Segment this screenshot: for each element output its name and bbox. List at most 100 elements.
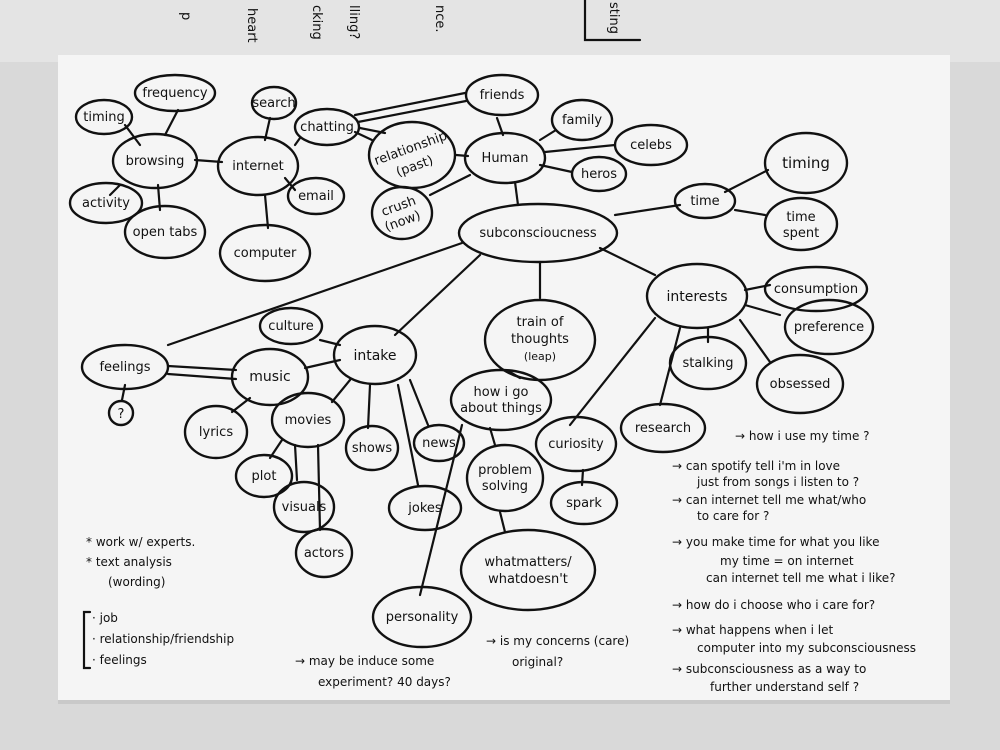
label-spark: spark xyxy=(566,496,602,511)
note-text-analysis: * text analysis xyxy=(86,555,172,569)
line-feelings-question xyxy=(120,383,127,402)
line-feelings-music-a xyxy=(166,364,238,372)
label-browsing: browsing xyxy=(126,154,185,169)
label-subconsciousness: subconscioucness xyxy=(479,226,596,241)
node-obsessed xyxy=(755,353,845,415)
label-time-spent-1: time xyxy=(786,210,815,225)
node-consumption xyxy=(763,265,869,313)
node-heros xyxy=(570,155,628,193)
list-item-relationship: · relationship/friendship xyxy=(92,632,234,646)
node-frequency xyxy=(133,73,217,113)
question-2b: just from songs i listen to ? xyxy=(696,475,859,489)
line-subconsciousness-feelings xyxy=(166,241,464,347)
label-movies: movies xyxy=(285,413,332,428)
node-search xyxy=(250,85,298,121)
question-3b: to care for ? xyxy=(697,509,769,523)
node-human xyxy=(463,131,547,185)
node-news xyxy=(412,423,466,463)
line-problem-whatmatters xyxy=(498,510,507,534)
line-howgo-problem xyxy=(488,426,497,447)
page-edge-shadow xyxy=(58,700,950,704)
line-browsing-activity xyxy=(108,183,122,197)
question-4b: my time = on internet xyxy=(720,554,854,568)
node-celebs xyxy=(613,123,689,167)
label-problem-2: solving xyxy=(482,479,528,494)
line-timing-browsing xyxy=(123,123,142,147)
label-time-spent-2: spent xyxy=(783,226,819,241)
node-time xyxy=(673,182,737,220)
label-train-2: thoughts xyxy=(511,332,569,347)
node-open-tabs xyxy=(123,204,207,260)
line-frequency-browsing xyxy=(163,108,180,137)
label-chatting: chatting xyxy=(300,120,354,135)
line-intake-shows xyxy=(366,383,372,430)
label-human: Human xyxy=(482,151,529,166)
label-timing-right: timing xyxy=(782,154,830,172)
node-what-matters xyxy=(459,528,597,612)
label-feelings: feelings xyxy=(99,360,150,375)
line-human-family xyxy=(538,128,558,142)
node-movies xyxy=(270,391,346,449)
node-feelings xyxy=(80,343,170,391)
line-human-subconsciousness xyxy=(513,180,520,207)
label-visuals: visuals xyxy=(282,500,327,515)
bottom-notes: → may be induce some experiment? 40 days… xyxy=(295,634,629,689)
node-interests xyxy=(645,262,749,330)
note-concerns-2: original? xyxy=(512,655,563,669)
line-interests-curiosity xyxy=(568,316,657,427)
node-ellipses xyxy=(68,73,875,649)
line-subconsciousness-time xyxy=(613,203,682,217)
label-actors: actors xyxy=(304,546,345,561)
question-6a: → what happens when i let xyxy=(672,623,833,637)
list-item-job: · job xyxy=(92,611,118,625)
list-bracket xyxy=(82,610,92,670)
label-computer: computer xyxy=(234,246,297,261)
previous-page-strip xyxy=(0,0,1000,62)
label-family: family xyxy=(562,113,602,128)
node-activity xyxy=(68,181,144,225)
question-4c: can internet tell me what i like? xyxy=(706,571,895,585)
node-shows xyxy=(344,424,400,472)
label-music: music xyxy=(249,369,290,385)
label-how-go-1: how i go xyxy=(474,385,529,400)
scribble-1: p xyxy=(178,12,193,20)
line-subconsciousness-intake xyxy=(393,253,482,337)
node-subconsciousness xyxy=(457,202,619,264)
node-jokes xyxy=(387,484,463,532)
node-chatting xyxy=(293,107,361,147)
line-intake-movies xyxy=(330,378,352,404)
line-human-celebs xyxy=(543,143,617,154)
note-induce-1: → may be induce some xyxy=(295,654,434,668)
node-time-spent xyxy=(763,196,839,252)
note-induce-2: experiment? 40 days? xyxy=(318,675,451,689)
line-intake-news xyxy=(408,378,430,427)
node-internet xyxy=(216,135,300,197)
line-chatting-friends-b xyxy=(356,99,468,124)
question-1: → how i use my time ? xyxy=(735,429,870,443)
label-stalking: stalking xyxy=(682,356,733,371)
top-bracket-line xyxy=(583,0,642,42)
node-how-i-go xyxy=(449,368,553,432)
node-stalking xyxy=(668,335,748,391)
line-feelings-music-b xyxy=(166,372,238,381)
label-email: email xyxy=(298,189,334,204)
label-culture: culture xyxy=(268,319,313,334)
label-plot: plot xyxy=(252,469,277,484)
top-scribbles: p heart cking lling? nce. sting xyxy=(178,2,621,43)
scribble-6: sting xyxy=(606,2,621,34)
label-interests: interests xyxy=(666,289,727,305)
label-personality: personality xyxy=(386,610,459,625)
label-lyrics: lyrics xyxy=(199,425,233,440)
label-time: time xyxy=(690,194,719,209)
right-questions: → how i use my time ? → can spotify tell… xyxy=(672,429,916,694)
label-what-matters-2: whatdoesn't xyxy=(488,572,568,587)
label-celebs: celebs xyxy=(630,138,672,153)
line-movies-actors xyxy=(316,443,322,532)
node-problem-solving xyxy=(465,443,545,513)
label-intake: intake xyxy=(353,348,396,364)
label-open-tabs: open tabs xyxy=(133,225,198,240)
line-subconsciousness-interests xyxy=(598,246,657,277)
scribble-2: heart xyxy=(244,8,259,43)
line-interests-preference xyxy=(743,303,782,317)
